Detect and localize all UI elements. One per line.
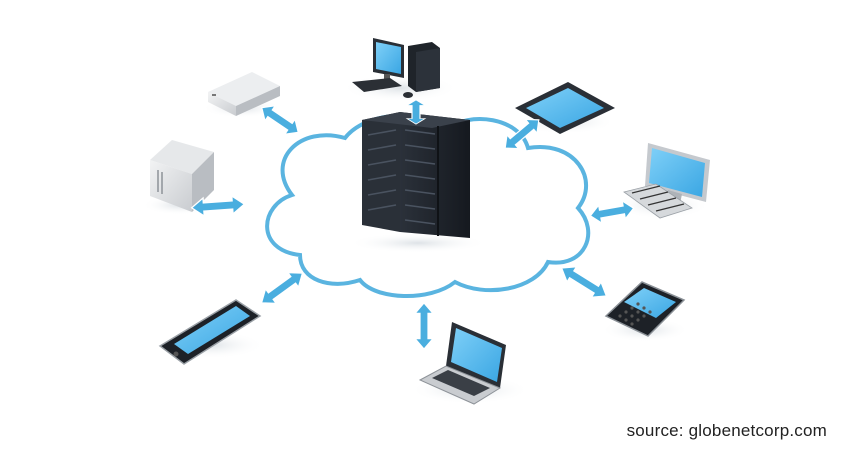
laptop-icon <box>410 322 530 405</box>
arrow-to-phone-touch <box>255 265 309 311</box>
desktop-computer-icon <box>342 38 458 102</box>
server-rack-icon <box>348 112 488 253</box>
tablet-icon <box>515 82 615 134</box>
source-caption: source: globenetcorp.com <box>626 421 827 440</box>
desktop-monitor-keyboard-icon <box>614 143 710 219</box>
tower-server-icon <box>142 140 218 215</box>
arrow-to-phone-qwerty <box>556 259 612 305</box>
smartphone-qwerty-icon <box>601 281 689 342</box>
network-storage-icon <box>202 72 282 118</box>
arrow-to-laptop <box>414 302 434 350</box>
smartphone-touch-icon <box>155 299 265 365</box>
arrow-to-desktop <box>406 99 426 125</box>
